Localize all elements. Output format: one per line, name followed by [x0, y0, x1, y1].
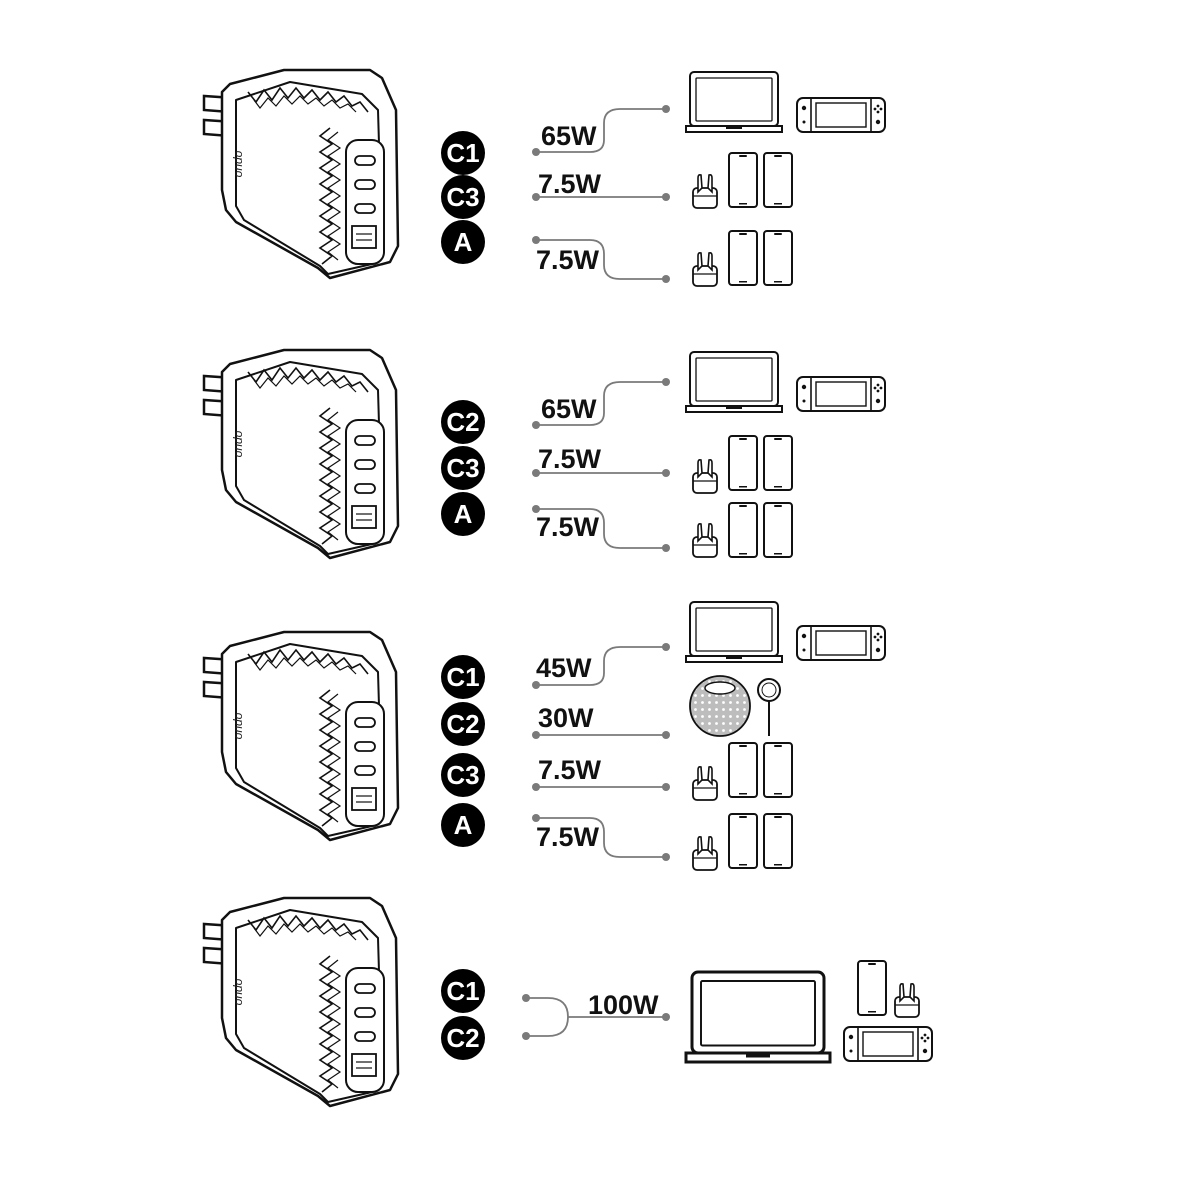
connector-line: [532, 731, 670, 739]
port-badge-c3: C3: [441, 446, 485, 490]
port-label: C3: [446, 760, 479, 790]
charger-illustration: ondo: [202, 630, 400, 842]
phone-icon: [763, 742, 793, 798]
phone-icon: [728, 435, 758, 491]
game-console-icon: [796, 97, 886, 133]
connector-line: [532, 643, 670, 689]
earbuds-icon: [692, 522, 718, 558]
watt-label: 7.5W: [538, 755, 602, 785]
port-badge-a: A: [441, 492, 485, 536]
phone-icon: [728, 813, 758, 869]
connector-line: [532, 783, 670, 791]
port-badge-c1: C1: [441, 969, 485, 1013]
laptop-icon: [685, 601, 783, 663]
watt-label: 7.5W: [536, 512, 600, 542]
laptop-icon: [685, 351, 783, 413]
connector-line: [532, 814, 670, 861]
port-badge-c1: C1: [441, 655, 485, 699]
port-badge-c2: C2: [441, 702, 485, 746]
connector-line: [532, 105, 670, 156]
brand-label: ondo: [231, 712, 245, 739]
earbuds-icon: [692, 251, 718, 287]
watt-label: 100W: [588, 990, 659, 1020]
magnetic-charger-icon: [757, 678, 781, 737]
charger-illustration: ondo: [202, 348, 400, 560]
connector-line: [532, 236, 670, 283]
port-badge-c1: C1: [441, 131, 485, 175]
port-label: C2: [446, 709, 479, 739]
watt-label: 7.5W: [536, 822, 600, 852]
watt-label: 7.5W: [538, 444, 602, 474]
port-label: C1: [446, 662, 479, 692]
watt-label: 7.5W: [538, 169, 602, 199]
watt-label: 65W: [541, 121, 597, 151]
port-badge-c3: C3: [441, 175, 485, 219]
connector-line: [532, 378, 670, 429]
connector-line: [532, 193, 670, 201]
game-console-icon: [796, 625, 886, 661]
brand-label: ondo: [231, 430, 245, 457]
watt-label: 45W: [536, 653, 592, 683]
phone-icon: [763, 435, 793, 491]
brand-label: ondo: [231, 978, 245, 1005]
port-badge-c2: C2: [441, 1016, 485, 1060]
port-label: C1: [446, 138, 479, 168]
port-label: A: [454, 810, 473, 840]
port-badge-c3: C3: [441, 753, 485, 797]
phone-icon: [728, 742, 758, 798]
phone-icon: [728, 230, 758, 286]
laptop-icon: [685, 71, 783, 133]
phone-icon: [857, 960, 887, 1016]
port-label: C2: [446, 1023, 479, 1053]
game-console-icon: [843, 1026, 933, 1062]
port-badge-a: A: [441, 803, 485, 847]
earbuds-icon: [894, 982, 920, 1018]
phone-icon: [728, 152, 758, 208]
combined-connector: [522, 994, 670, 1040]
port-badge-c2: C2: [441, 400, 485, 444]
earbuds-icon: [692, 173, 718, 209]
phone-icon: [763, 230, 793, 286]
watt-label: 65W: [541, 394, 597, 424]
phone-icon: [763, 502, 793, 558]
brand-label: ondo: [231, 150, 245, 177]
port-badge-a: A: [441, 220, 485, 264]
laptop-icon: [684, 970, 832, 1064]
earbuds-icon: [692, 765, 718, 801]
port-label: C2: [446, 407, 479, 437]
port-label: A: [454, 227, 473, 257]
earbuds-icon: [692, 835, 718, 871]
connector-line: [532, 469, 670, 477]
charger-illustration: ondo: [202, 896, 400, 1108]
port-label: C3: [446, 182, 479, 212]
port-label: C3: [446, 453, 479, 483]
port-label: C1: [446, 976, 479, 1006]
phone-icon: [763, 813, 793, 869]
watt-label: 30W: [538, 703, 594, 733]
phone-icon: [728, 502, 758, 558]
watt-label: 7.5W: [536, 245, 600, 275]
game-console-icon: [796, 376, 886, 412]
smart-speaker-icon: [689, 675, 751, 737]
connector-line: [532, 505, 670, 552]
phone-icon: [763, 152, 793, 208]
port-label: A: [454, 499, 473, 529]
charger-illustration: ondo: [202, 68, 400, 280]
earbuds-icon: [692, 458, 718, 494]
